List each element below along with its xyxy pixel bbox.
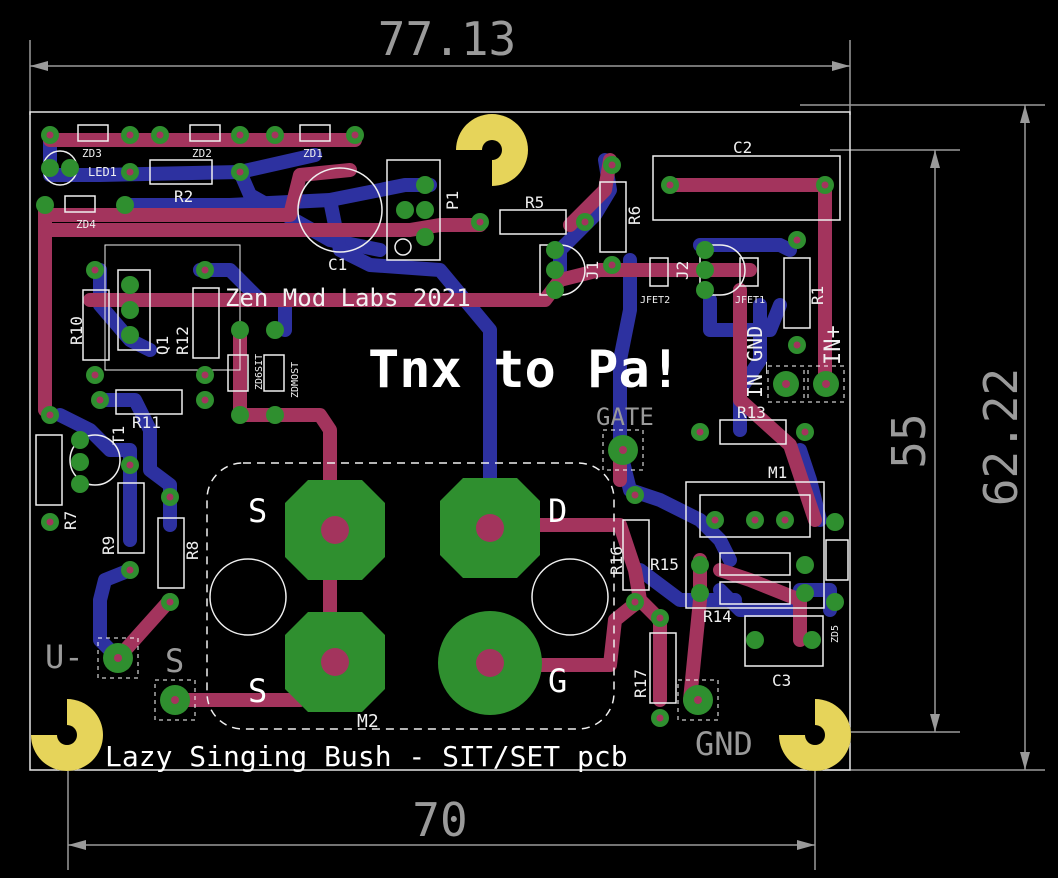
label-r17: R17 (631, 669, 650, 698)
in-plus-label: IN+ (821, 325, 846, 365)
component-labels: ZD3 ZD2 ZD1 LED1 R2 ZD4 C1 P1 R5 R6 C2 J… (61, 138, 841, 698)
v-minus-label: U- (45, 638, 84, 676)
label-r11: R11 (132, 413, 161, 432)
pin-g: G (548, 662, 567, 700)
label-r8: R8 (183, 541, 202, 560)
label-r12: R12 (173, 326, 192, 355)
label-r13: R13 (737, 403, 766, 422)
m2-pads (285, 478, 542, 715)
label-zd6sit: ZD6SIT (254, 354, 265, 390)
in-gnd-label: IN_GND (743, 326, 767, 398)
label-r10: R10 (67, 316, 86, 345)
dimension-outer-height: 62.22 (974, 368, 1028, 506)
label-zdmost: ZDMOST (290, 362, 301, 398)
dimension-inner-height: 55 (882, 413, 936, 468)
pad-drills (46, 131, 829, 722)
label-r15: R15 (650, 555, 679, 574)
pin-s-top: S (248, 492, 267, 530)
m2-label: M2 (357, 711, 379, 732)
label-r5: R5 (525, 193, 544, 212)
label-r9: R9 (99, 536, 118, 555)
label-j1: J1 (583, 261, 602, 280)
gate-label: GATE (596, 403, 654, 431)
dimension-lines (29, 40, 1045, 870)
label-zd3: ZD3 (82, 147, 102, 160)
label-r1: R1 (808, 286, 827, 305)
brand-label: Zen Mod Labs 2021 (225, 284, 471, 312)
label-r16: R16 (607, 546, 626, 575)
dedication-label: Tnx to Pa! (368, 340, 681, 400)
label-r7: R7 (61, 511, 80, 530)
label-t1: T1 (109, 426, 128, 445)
label-j2: J2 (673, 261, 692, 280)
label-zd5: ZD5 (830, 625, 841, 643)
mounting-hole (456, 114, 528, 186)
label-c3: C3 (772, 671, 791, 690)
label-q1: Q1 (153, 336, 172, 355)
mounting-hole (779, 699, 851, 771)
gnd-label: GND (695, 725, 753, 763)
label-jfet2: JFET2 (640, 295, 670, 306)
silkscreen (35, 124, 849, 730)
label-c2: C2 (733, 138, 752, 157)
dimension-arrows (30, 61, 1030, 850)
dimension-bottom-width: 70 (412, 793, 467, 847)
label-m1: M1 (768, 463, 787, 482)
label-jfet1: JFET1 (735, 295, 765, 306)
mounting-holes (31, 114, 851, 771)
label-zd2: ZD2 (192, 147, 212, 160)
pin-d: D (548, 492, 567, 530)
label-p1: P1 (443, 191, 462, 210)
label-r2: R2 (174, 187, 193, 206)
board-outline (29, 111, 851, 771)
label-zd1: ZD1 (303, 147, 323, 160)
mounting-hole (31, 699, 103, 771)
board-title: Lazy Singing Bush - SIT/SET pcb (105, 740, 628, 773)
label-zd4: ZD4 (76, 218, 96, 231)
label-r6: R6 (625, 206, 644, 225)
pin-s-bottom: S (248, 672, 267, 710)
s-left-label: S (165, 642, 184, 680)
label-r14: R14 (703, 607, 732, 626)
label-c1: C1 (328, 255, 347, 274)
dimension-top-width: 77.13 (378, 12, 516, 66)
connector-pads (97, 365, 845, 721)
label-led1: LED1 (88, 165, 117, 179)
